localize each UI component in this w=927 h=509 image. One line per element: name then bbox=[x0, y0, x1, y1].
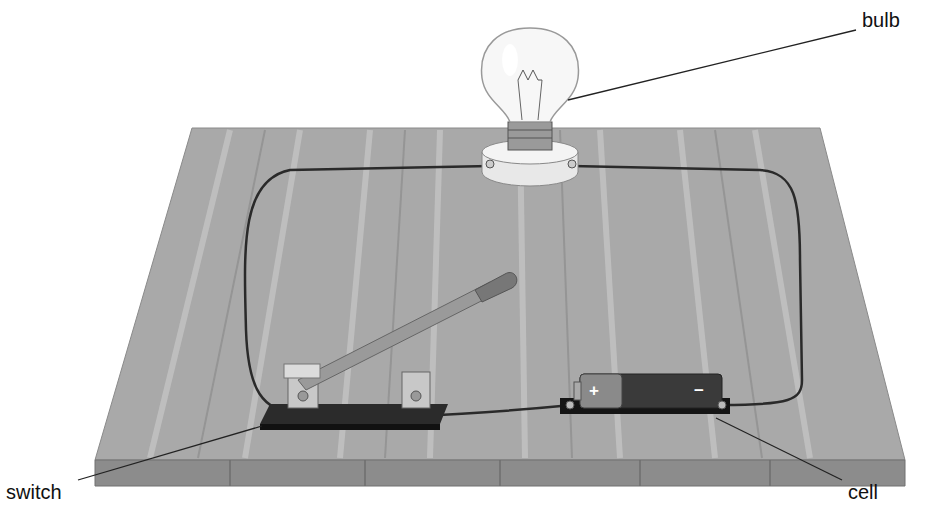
bulb-symbol bbox=[482, 28, 579, 186]
knife-switch bbox=[260, 273, 517, 430]
leader-line bbox=[78, 426, 262, 480]
leader-lines bbox=[78, 30, 856, 480]
board-edge bbox=[95, 460, 905, 486]
wooden-board bbox=[95, 128, 905, 460]
leader-line bbox=[568, 30, 856, 100]
wood-grain bbox=[150, 130, 810, 458]
wood-grain-dark bbox=[198, 130, 762, 458]
polarity-sign: − bbox=[694, 382, 704, 399]
wires bbox=[245, 166, 802, 416]
cell-symbol bbox=[560, 374, 730, 414]
board-edge-joints bbox=[230, 460, 770, 486]
leader-line bbox=[716, 418, 842, 480]
part-label: cell bbox=[848, 482, 878, 502]
part-label: bulb bbox=[862, 10, 900, 30]
part-label: switch bbox=[6, 482, 62, 502]
polarity-sign: + bbox=[589, 382, 599, 399]
